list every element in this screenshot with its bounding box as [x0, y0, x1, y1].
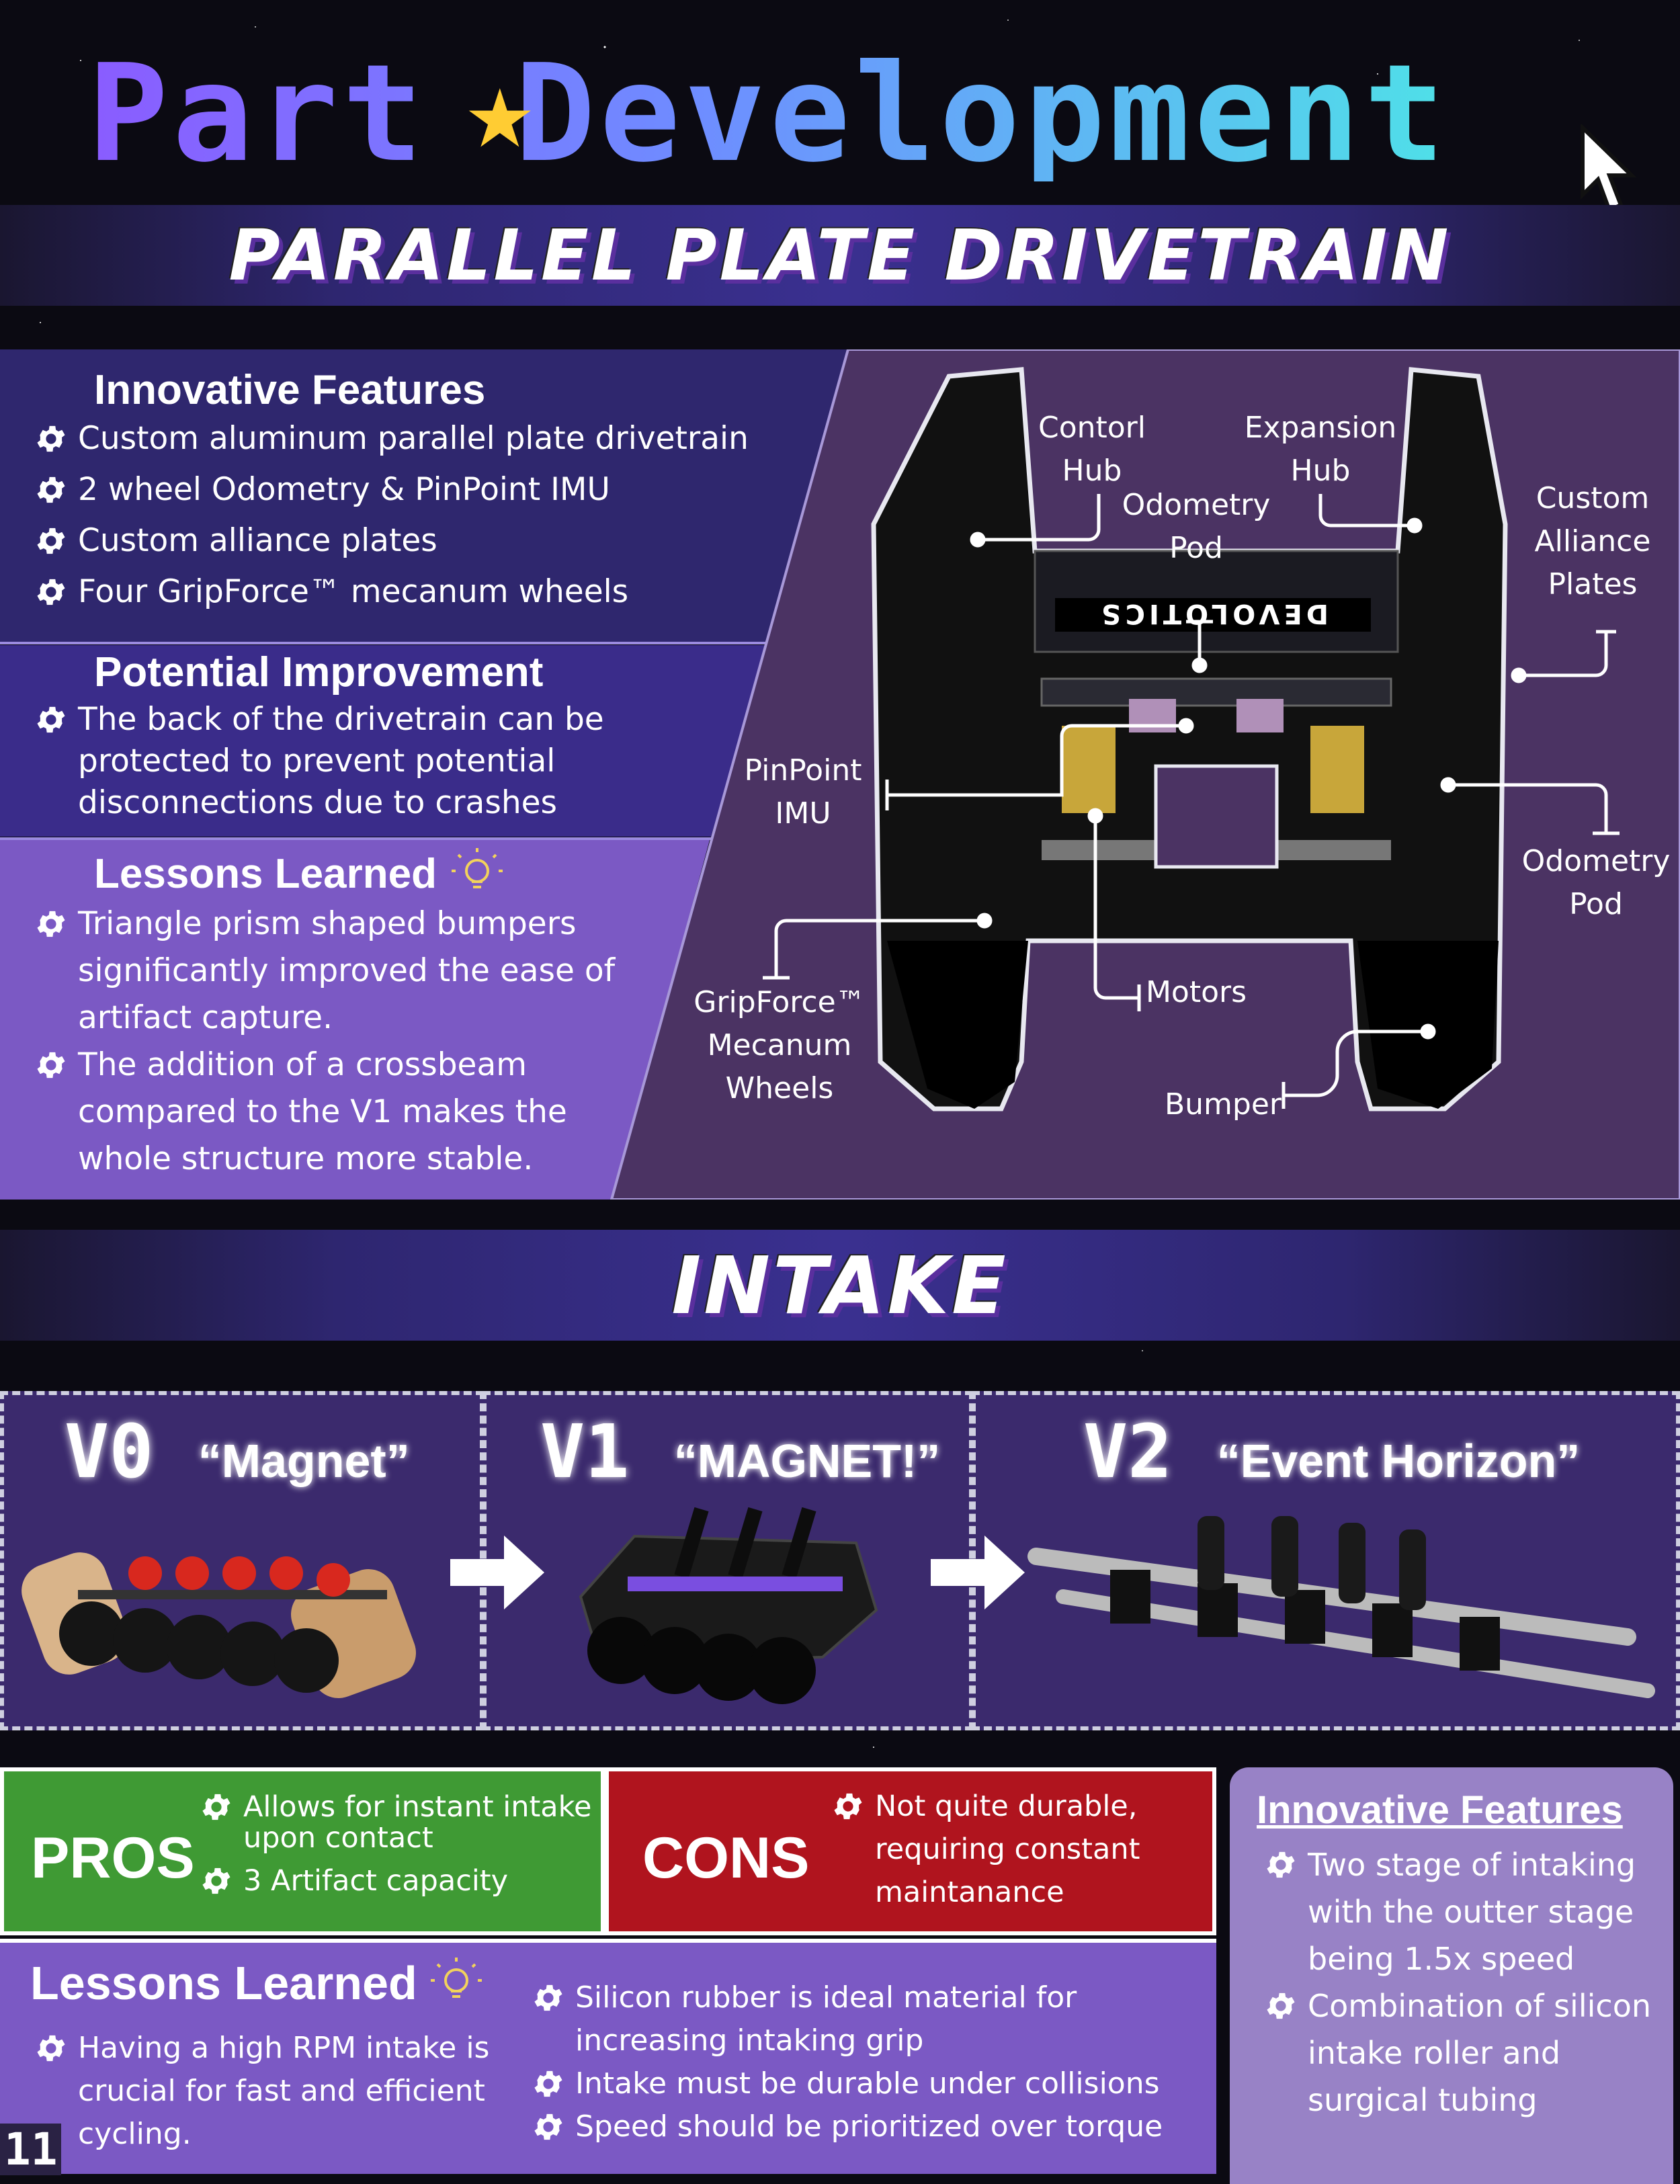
- innovative-features-section: Innovative Features Custom aluminum para…: [34, 366, 806, 613]
- gear-icon: [34, 1042, 78, 1089]
- drivetrain-panel-shapes: [0, 349, 848, 1200]
- lesson-item: Triangle prism shaped bumpers significan…: [34, 900, 638, 1042]
- intake-banner: INTAKE: [0, 1230, 1680, 1341]
- drivetrain-banner-text: PARALLEL PLATE DRIVETRAIN: [228, 214, 1452, 296]
- potential-improvement-section: Potential Improvement The back of the dr…: [34, 648, 652, 824]
- robot-drivetrain-image: DEVOLOTICS: [871, 367, 1508, 1111]
- version-code: V2: [1083, 1409, 1173, 1495]
- callout-control-hub: Contorl Hub: [1038, 411, 1146, 488]
- gear-icon: [34, 699, 78, 741]
- callout-expansion-hub: Expansion Hub: [1244, 411, 1397, 488]
- gear-icon: [34, 900, 78, 948]
- gear-icon: [199, 1792, 243, 1822]
- pros-item: Allows for instant intake upon contact: [199, 1792, 602, 1853]
- callout-bumper: Bumper: [1164, 1087, 1282, 1122]
- intake-feature-item: Two stage of intaking with the outter st…: [1263, 1841, 1667, 1982]
- version-name: “Event Horizon”: [1216, 1435, 1581, 1487]
- lightbulb-icon: [430, 1958, 482, 1998]
- potential-improvement-title: Potential Improvement: [94, 649, 544, 696]
- version-code: V0: [65, 1409, 154, 1495]
- lessons-learned-title: Lessons Learned: [94, 850, 437, 897]
- innovative-features-title: Innovative Features: [94, 367, 486, 413]
- intake-v0-image: [22, 1552, 416, 1698]
- gear-icon: [199, 1865, 243, 1896]
- intake-v2-image: [1027, 1516, 1655, 1698]
- callout-odometry-pod-top: Odometry Pod: [1122, 488, 1271, 565]
- gear-icon: [531, 2105, 575, 2148]
- lightbulb-icon: [451, 848, 503, 888]
- gear-icon: [831, 1785, 875, 1828]
- cons-box: CONS Not quite durable, requiring consta…: [605, 1767, 1216, 1935]
- intake-innovative-title: Innovative Features: [1257, 1788, 1623, 1832]
- version-name: “MAGNET!”: [673, 1435, 941, 1487]
- intake-version-v2: V2 “Event Horizon”: [972, 1391, 1680, 1730]
- lessons-learned-section: Lessons Learned Triangle prism shaped bu…: [34, 847, 638, 1183]
- callout-lines: [763, 494, 1620, 1109]
- gear-icon: [1263, 1841, 1308, 1888]
- gear-icon: [1263, 1982, 1308, 2029]
- version-name: “Magnet”: [198, 1435, 410, 1487]
- drivetrain-diagram-panel: DEVOLOTICS: [610, 349, 1680, 1200]
- pros-item: 3 Artifact capacity: [199, 1865, 602, 1896]
- gear-icon: [531, 1976, 575, 2019]
- intake-lesson-item: Silicon rubber is ideal material for inc…: [531, 1976, 1203, 2062]
- callout-motors: Motors: [1145, 975, 1247, 1009]
- gear-icon: [531, 2062, 575, 2105]
- lesson-item: The addition of a crossbeam compared to …: [34, 1042, 638, 1183]
- intake-lesson-item: Having a high RPM intake is crucial for …: [34, 2027, 504, 2156]
- arrow-right-icon: [450, 1536, 544, 1609]
- intake-banner-text: INTAKE: [671, 1238, 1009, 1332]
- pros-box: PROS Allows for instant intake upon cont…: [0, 1767, 605, 1935]
- intake-version-v1: V1 “MAGNET!”: [482, 1391, 973, 1730]
- gear-icon: [34, 520, 78, 562]
- version-code: V1: [540, 1409, 630, 1495]
- gear-icon: [34, 2027, 78, 2070]
- callout-pinpoint-imu: PinPoint IMU: [744, 753, 862, 831]
- intake-feature-item: Combination of silicon intake roller and…: [1263, 1982, 1667, 2124]
- intake-lesson-item: Intake must be durable under collisions: [531, 2062, 1203, 2105]
- feature-item: 2 wheel Odometry & PinPoint IMU: [34, 469, 806, 511]
- intake-lesson-item: Speed should be prioritized over torque: [531, 2105, 1203, 2148]
- improvement-item: The back of the drivetrain can be protec…: [34, 699, 652, 824]
- callout-gripforce-wheels: GripForce™ Mecanum Wheels: [694, 985, 866, 1105]
- pros-label: PROS: [31, 1826, 195, 1890]
- intake-innovative-box: Innovative Features Two stage of intakin…: [1230, 1767, 1673, 2184]
- intake-v1-image: [579, 1507, 878, 1704]
- callout-custom-alliance-plates: Custom Alliance Plates: [1534, 481, 1651, 601]
- cursor-icon: [1581, 124, 1637, 214]
- intake-lessons-box: Lessons Learned Having a high RPM intake…: [0, 1939, 1216, 2174]
- intake-version-v0: V0 “Magnet”: [0, 1391, 484, 1730]
- intake-lessons-title: Lessons Learned: [30, 1957, 417, 2009]
- gear-icon: [34, 469, 78, 511]
- feature-item: Custom aluminum parallel plate drivetrai…: [34, 418, 806, 460]
- robot-logo-text: DEVOLOTICS: [1097, 598, 1329, 629]
- star-icon: ★: [464, 73, 536, 166]
- page-number: 11: [0, 2124, 62, 2175]
- arrow-right-icon: [931, 1536, 1025, 1609]
- drivetrain-banner: PARALLEL PLATE DRIVETRAIN: [0, 205, 1680, 306]
- callout-odometry-pod-right: Odometry Pod: [1521, 844, 1671, 921]
- cons-item: Not quite durable, requiring constant ma…: [831, 1785, 1207, 1914]
- gear-icon: [34, 571, 78, 613]
- gear-icon: [34, 418, 78, 460]
- feature-item: Custom alliance plates: [34, 520, 806, 562]
- feature-item: Four GripForce™ mecanum wheels: [34, 571, 806, 613]
- cons-label: CONS: [642, 1826, 810, 1890]
